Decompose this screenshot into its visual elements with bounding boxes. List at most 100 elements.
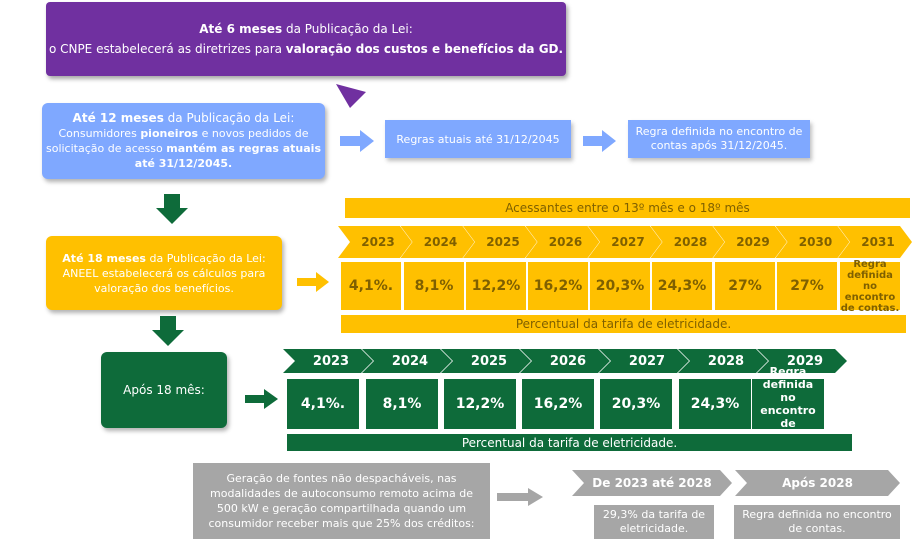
yellow-year-chevron: 2025	[463, 226, 537, 258]
green-value-cell: 16,2%	[522, 379, 594, 429]
yellow-year-chevron: 2029	[713, 226, 787, 258]
green-value: 20,3%	[611, 396, 661, 412]
green-value: 12,2%	[455, 396, 505, 412]
yellow-year-chevron: 2030	[776, 226, 850, 258]
green-year-label: 2027	[628, 353, 666, 369]
yellow-value: 24,3%	[657, 278, 707, 294]
purple-line-2: o CNPE estabelecerá as diretrizes para v…	[49, 39, 563, 59]
blue-after-line-1: Regra definida no encontro de	[635, 125, 803, 138]
blue-title: Até 12 meses da Publicação da Lei:	[73, 111, 295, 126]
yellow-year-label: 2031	[861, 235, 895, 249]
yellow-value: 27%	[790, 278, 824, 294]
blue-line-1-post: e novos pedidos de	[198, 127, 309, 140]
yellow-rule-line: encontro	[844, 291, 896, 303]
yellow-main-box: Até 18 meses da Publicação da Lei: ANEEL…	[46, 236, 282, 310]
grey-line: consumidor receber mais que 25% dos créd…	[208, 517, 475, 530]
green-value-cell: 8,1%	[366, 379, 438, 429]
yellow-footer-text: Percentual da tarifa de eletricidade.	[515, 317, 732, 331]
purple-line-2-pre: o CNPE estabelecerá as diretrizes para	[48, 42, 286, 56]
grey-period-1-value: 29,3% da tarifa de eletricidade.	[594, 505, 714, 539]
green-year-label: 2029	[786, 353, 824, 369]
blue-line-3: até 31/12/2045.	[134, 157, 233, 170]
yellow-title-bold: Até 18 meses	[62, 251, 146, 265]
green-year-chevron: 2025	[441, 349, 531, 373]
blue-after-line-2: contas após 31/12/2045.	[650, 139, 788, 152]
yellow-header-text: Acessantes entre o 13º mês e o 18º mês	[505, 201, 750, 215]
blue-line-1: Consumidores pioneiros e novos pedidos d…	[58, 126, 308, 141]
yellow-year-label: 2026	[548, 235, 583, 249]
grey-period-2-value: Regra definida no encontro de contas.	[734, 505, 900, 539]
yellow-year-chevron: 2023	[338, 226, 412, 258]
yellow-year-label: 2023	[361, 235, 395, 249]
green-value: 24,3%	[690, 396, 740, 412]
green-year-label: 2023	[312, 353, 350, 369]
yellow-rule-cell: Regra definida no encontro de contas.	[840, 258, 900, 314]
blue-line-2-bold: mantém as regras atuais	[166, 142, 321, 155]
green-year-chevron: 2023	[283, 349, 373, 373]
grey-line: Geração de fontes não despacháveis, nas	[226, 472, 457, 485]
yellow-year-chevron: 2024	[401, 226, 475, 258]
green-down-arrow-1	[156, 194, 188, 224]
grey-main-box: Geração de fontes não despacháveis, nas …	[193, 463, 490, 539]
yellow-value: 20,3%	[595, 278, 645, 294]
purple-corner-arrow	[336, 84, 366, 108]
green-year-label: 2025	[470, 353, 508, 369]
green-year-chevron: 2028	[678, 349, 768, 373]
blue-rule-text: Regras atuais até 31/12/2045	[396, 132, 560, 146]
green-value-cell: 12,2%	[444, 379, 516, 429]
yellow-year-label: 2024	[423, 235, 458, 249]
yellow-value-cell: 12,2%	[466, 262, 526, 310]
blue-title-bold: Até 12 meses	[72, 111, 164, 125]
yellow-footer-bar: Percentual da tarifa de eletricidade.	[341, 315, 906, 333]
green-value: 4,1%.	[300, 396, 346, 412]
yellow-rule-line: Regra	[853, 258, 887, 270]
green-year-chevron: 2024	[362, 349, 452, 373]
purple-box: Até 6 meses da Publicação da Lei: o CNPE…	[46, 2, 566, 76]
green-rule-line: no encontro de	[760, 391, 816, 430]
yellow-year-label: 2027	[611, 235, 645, 249]
purple-line-2-bold: valoração dos custos e benefícios da GD.	[285, 42, 564, 56]
green-year-label: 2026	[549, 353, 587, 369]
blue-line-1-bold: pioneiros	[140, 127, 199, 140]
blue-arrow-2	[583, 130, 616, 152]
green-box-label: Após 18 mês:	[123, 383, 205, 397]
green-down-arrow-2	[152, 316, 184, 346]
grey-arrow	[497, 488, 543, 506]
yellow-value-cell: 4,1%.	[341, 262, 401, 310]
yellow-value: 8,1%	[414, 278, 454, 294]
grey-period-2-line: de contas.	[788, 522, 846, 535]
blue-title-rest: da Publicação da Lei:	[163, 111, 295, 125]
grey-period-2-line: Regra definida no encontro	[742, 508, 892, 521]
yellow-rule-line: de contas.	[840, 302, 900, 314]
green-main-box: Após 18 mês:	[101, 352, 227, 428]
green-value-cell: 24,3%	[679, 379, 751, 429]
yellow-value-cell: 27%	[715, 262, 775, 310]
yellow-title: Até 18 meses da Publicação da Lei:	[62, 251, 265, 266]
grey-period-1-label: De 2023 até 2028	[592, 476, 712, 490]
blue-main-box: Até 12 meses da Publicação da Lei: Consu…	[42, 103, 325, 179]
green-value-cell: 20,3%	[600, 379, 672, 429]
purple-line-1: Até 6 meses da Publicação da Lei:	[199, 19, 413, 39]
grey-period-2-label: Após 2028	[782, 476, 853, 490]
yellow-line-1: ANEEL estabelecerá os cálculos para	[62, 266, 266, 280]
green-rule-cell: Regra definida no encontro de contas.	[752, 365, 824, 443]
green-year-label: 2024	[391, 353, 429, 369]
blue-line-2-pre: solicitação de acesso	[45, 142, 167, 155]
green-footer-text: Percentual da tarifa de eletricidade.	[461, 435, 678, 450]
yellow-line-2: valoração dos benefícios.	[94, 281, 234, 295]
grey-period-chevron-2: Após 2028	[735, 470, 900, 496]
blue-line-1-pre: Consumidores	[58, 127, 141, 140]
blue-arrow-1	[340, 130, 374, 152]
green-value: 8,1%	[382, 396, 422, 412]
yellow-value-cell: 24,3%	[652, 262, 712, 310]
yellow-value: 4,1%.	[348, 278, 394, 294]
yellow-rule-line: definida no	[847, 269, 893, 292]
green-year-chevron: 2029	[757, 349, 847, 373]
green-value-cell: 4,1%.	[287, 379, 359, 429]
yellow-arrow	[297, 272, 329, 292]
yellow-year-chevron: 2028	[651, 226, 725, 258]
yellow-value-cell: 27%	[777, 262, 837, 310]
grey-line: 500 kW e geração compartilhada quando um	[216, 502, 467, 515]
yellow-value: 27%	[728, 278, 762, 294]
green-value: 16,2%	[533, 396, 583, 412]
